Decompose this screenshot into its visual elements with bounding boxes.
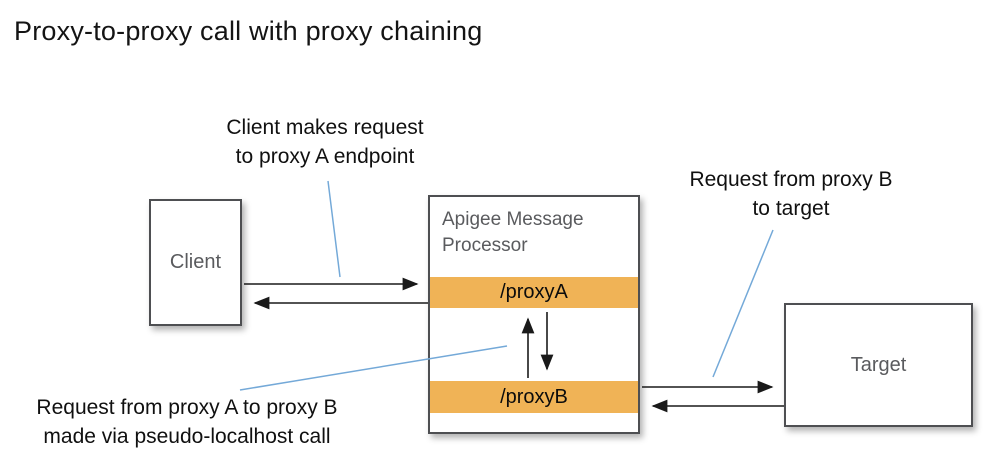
annotation-chain-request: Request from proxy A to proxy B made via… [12, 393, 362, 451]
target-node: Target [784, 303, 973, 427]
annotation-chain-request-line1: Request from proxy A to proxy B [36, 396, 338, 419]
annotation-target-request: Request from proxy B to target [660, 165, 922, 223]
message-processor-title: Apigee Message Processor [442, 209, 584, 256]
leader-line-target-annotation [712, 229, 774, 378]
target-node-label: Target [850, 353, 907, 376]
proxy-b-band: /proxyB [430, 381, 638, 413]
annotation-client-request-line2: to proxy A endpoint [235, 145, 415, 168]
message-processor-node: Apigee Message Processor /proxyA /proxyB [428, 195, 640, 434]
annotation-client-request: Client makes request to proxy A endpoint [195, 113, 455, 171]
proxy-b-label: /proxyB [500, 385, 568, 408]
annotation-target-request-line1: Request from proxy B [689, 168, 893, 191]
client-node: Client [149, 199, 242, 326]
annotation-client-request-line1: Client makes request [226, 116, 424, 139]
diagram-title: Proxy-to-proxy call with proxy chaining [14, 16, 483, 46]
annotation-target-request-line2: to target [752, 197, 830, 220]
proxy-a-band: /proxyA [430, 277, 638, 308]
annotation-chain-request-line2: made via pseudo-localhost call [43, 425, 331, 448]
client-node-label: Client [169, 251, 222, 273]
leader-line-client-annotation [327, 180, 341, 278]
proxy-a-label: /proxyA [500, 281, 568, 303]
